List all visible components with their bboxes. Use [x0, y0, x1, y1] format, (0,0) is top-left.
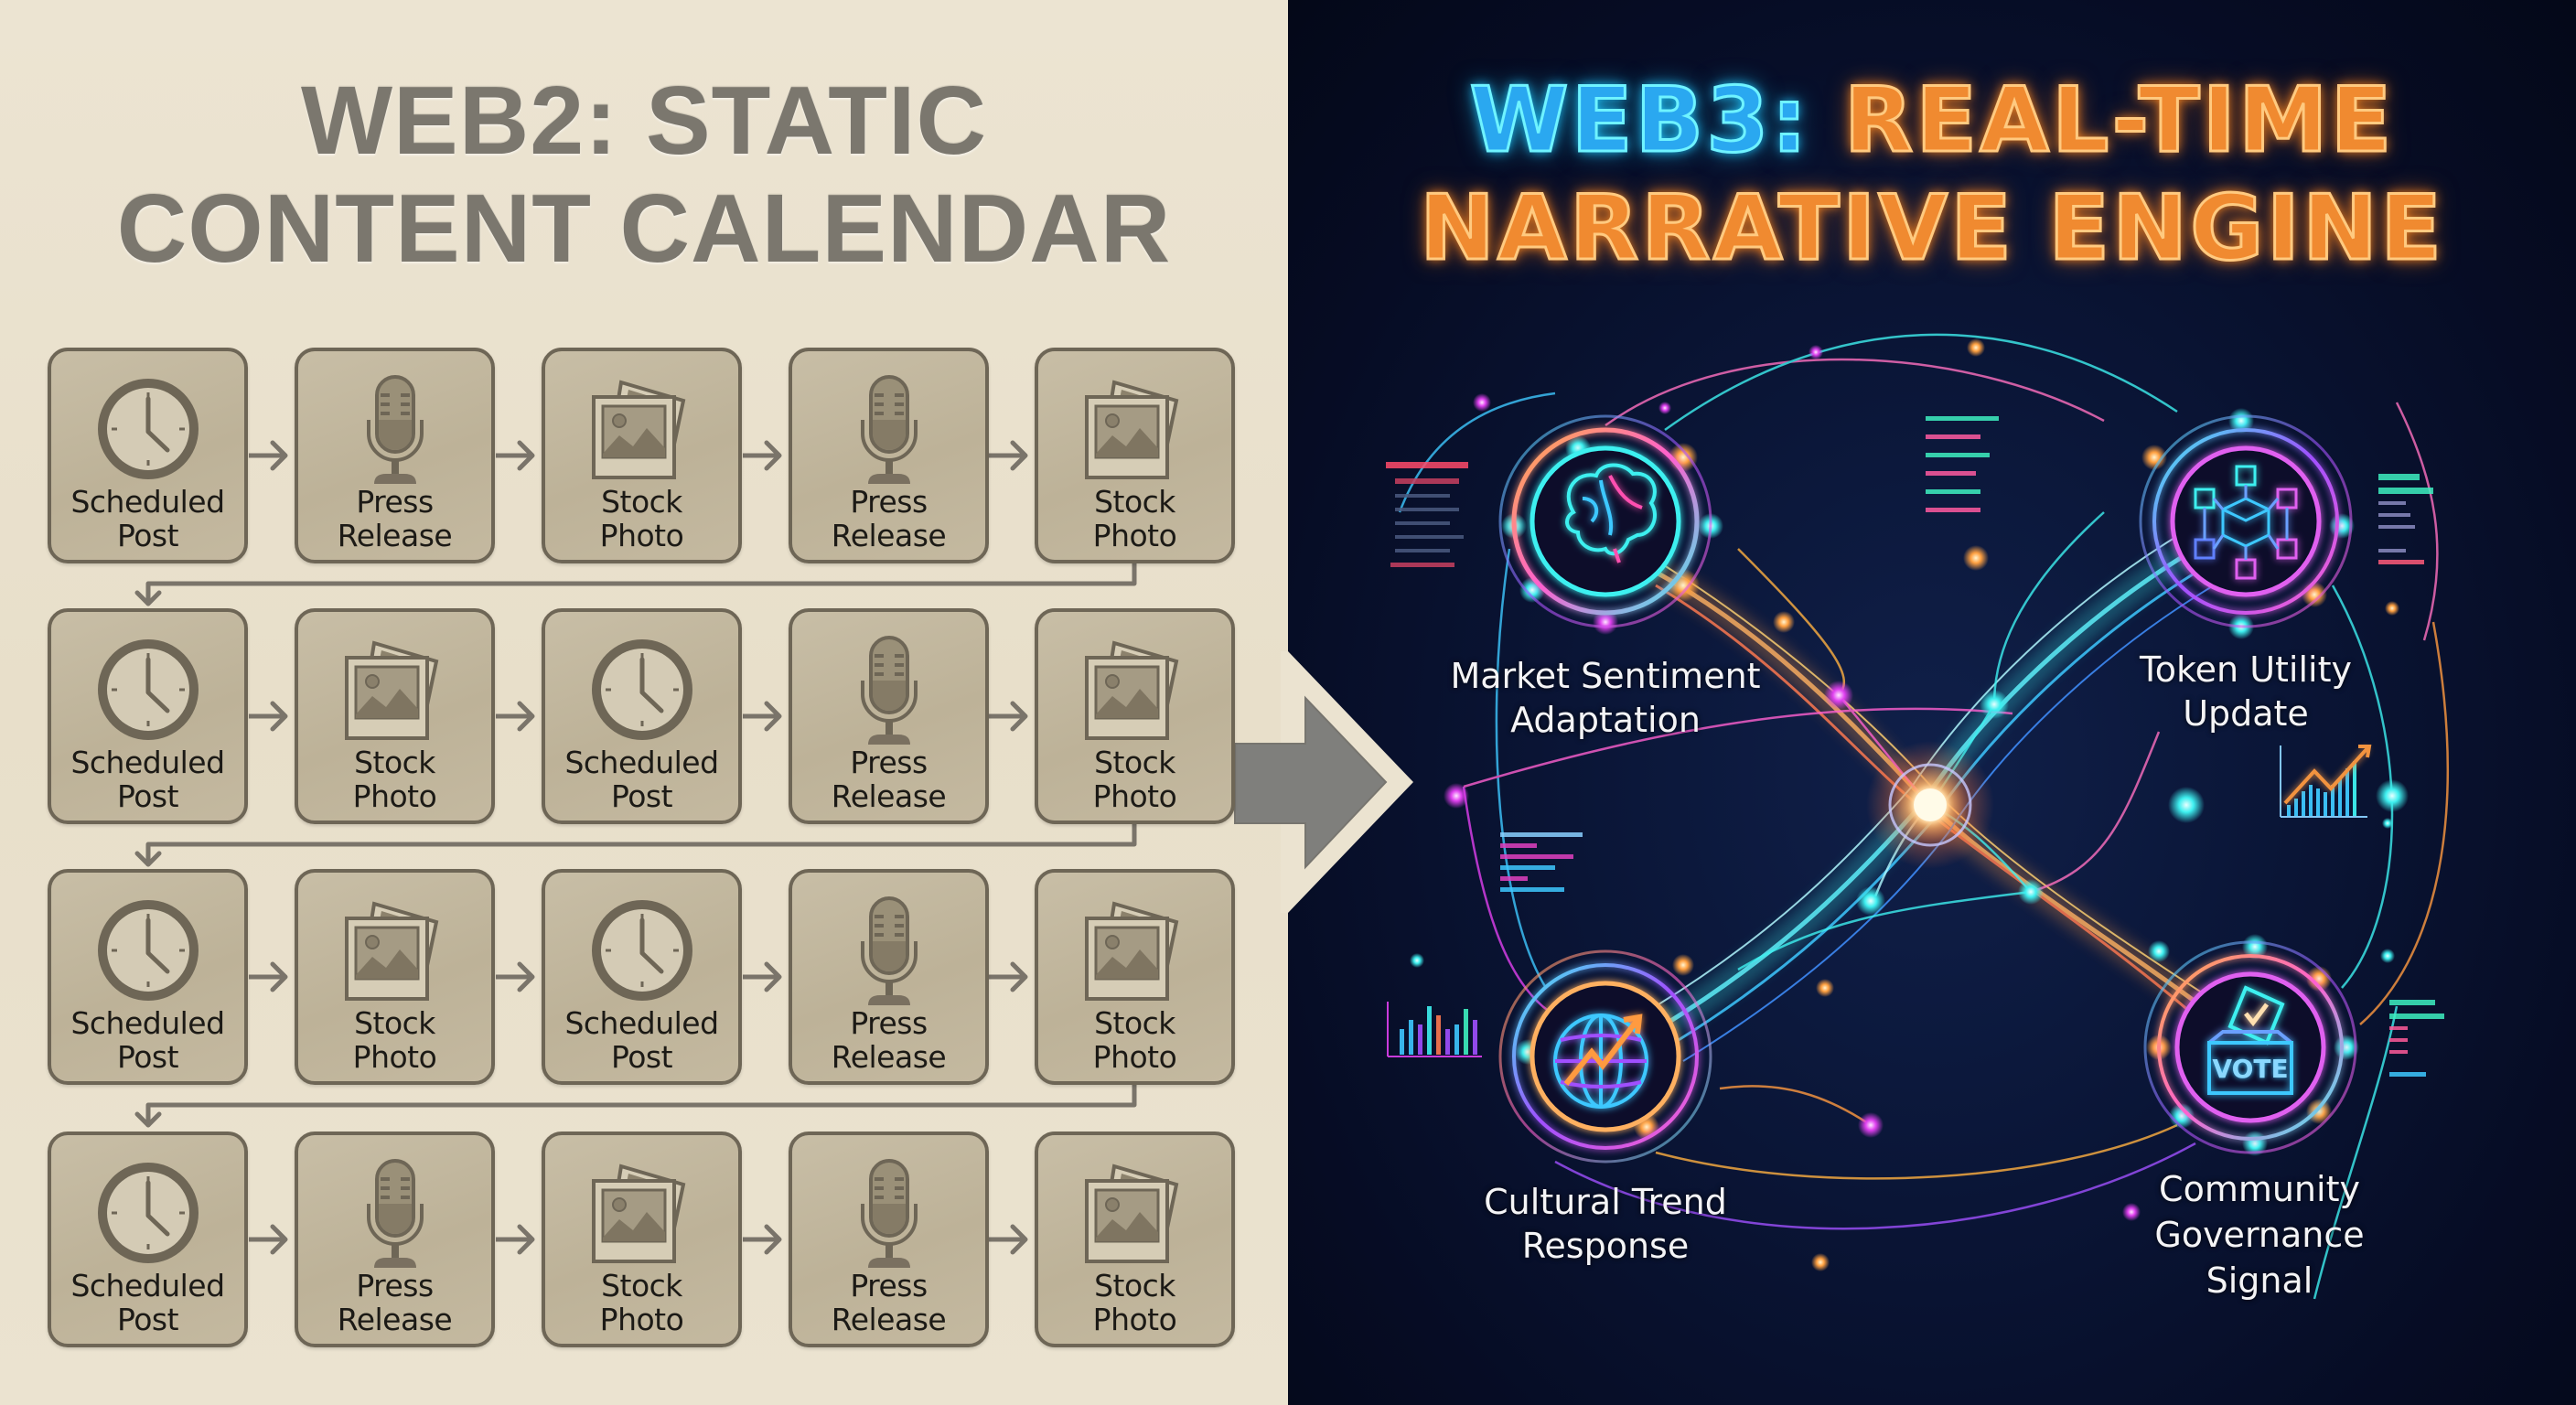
photo-stack-icon [1084, 641, 1178, 740]
microphone-icon [860, 636, 918, 746]
web3-title-rest: REAL-TIME [1809, 68, 2395, 175]
microphone-icon [860, 896, 918, 1007]
mini-growth-chart [2280, 745, 2372, 818]
photo-stack-icon [344, 902, 438, 1001]
clock-icon [89, 370, 208, 488]
globe-trend-icon [1553, 1014, 1648, 1109]
photo-stack-icon [344, 641, 438, 740]
clock-icon [89, 1153, 208, 1272]
energy-core-icon [1866, 741, 1994, 869]
node-market-sentiment [1498, 414, 1712, 628]
vote-box-icon [2207, 985, 2293, 1095]
clock-icon [583, 630, 702, 749]
mini-bar-chart-left [1387, 1002, 1482, 1057]
web3-panel [1288, 0, 2576, 1405]
photo-stack-icon [1084, 381, 1178, 479]
vote-badge: VOTE [2212, 1054, 2289, 1084]
photo-stack-icon [1084, 1164, 1178, 1263]
blockchain-cubes-icon [2194, 465, 2298, 580]
clock-icon [89, 891, 208, 1010]
photo-stack-icon [1084, 902, 1178, 1001]
node-community-governance [2143, 940, 2357, 1154]
narrative-network [1386, 333, 2449, 1300]
clock-icon [89, 630, 208, 749]
node-label-token-utility: Token Utility Update [2140, 649, 2352, 734]
node-label-cultural-trend: Cultural Trend Response [1484, 1182, 1727, 1266]
clock-icon [583, 891, 702, 1010]
node-label-market-sentiment: Market Sentiment Adaptation [1450, 656, 1761, 740]
node-label-community-governance: Community Governance Signal [2154, 1169, 2365, 1301]
node-cultural-trend [1498, 949, 1712, 1164]
brain-icon [1565, 463, 1657, 563]
web3-title-accent: WEB3: [1468, 68, 1810, 175]
data-panel-top [1926, 416, 1999, 512]
data-panel-middle [1500, 832, 1583, 892]
network-dots [1410, 338, 2409, 1271]
network-lines [1398, 333, 2449, 1300]
web2-title-line1: WEB2: STATIC [300, 67, 987, 175]
node-token-utility [2139, 414, 2353, 628]
microphone-icon [860, 375, 918, 486]
web2-title-line2: CONTENT CALENDAR [116, 175, 1172, 283]
microphone-icon [366, 375, 424, 486]
microphone-icon [366, 1159, 424, 1270]
data-panel-token [2378, 474, 2433, 564]
data-panel-governance [2389, 1000, 2444, 1077]
web3-title-line2: NARRATIVE ENGINE [1418, 176, 2445, 283]
web3-title-line1: WEB3: REAL-TIME [1288, 66, 2576, 176]
data-panel-left [1386, 462, 1468, 567]
microphone-icon [860, 1159, 918, 1270]
photo-stack-icon [591, 381, 685, 479]
photo-stack-icon [591, 1164, 685, 1263]
